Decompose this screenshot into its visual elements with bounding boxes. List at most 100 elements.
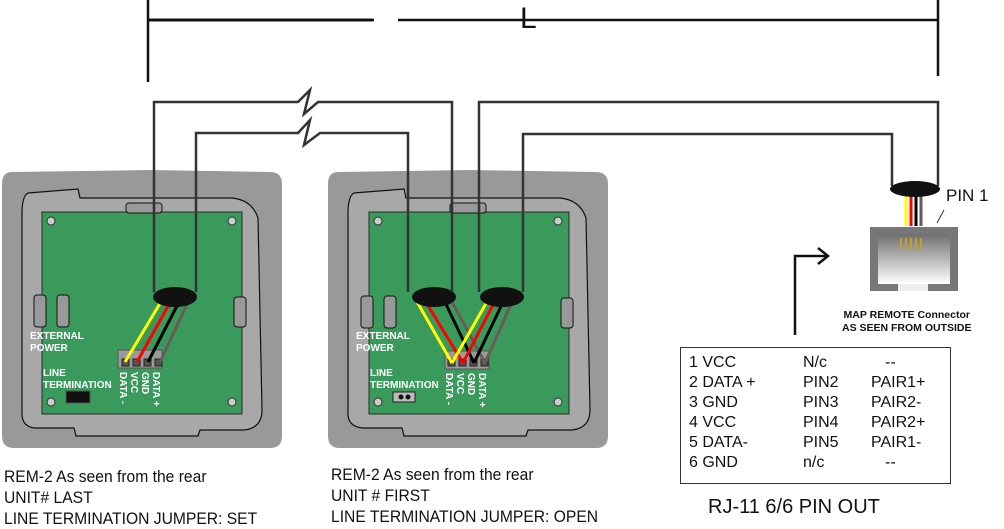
- pinout-signal: 1 VCC: [689, 354, 737, 371]
- pinout-table: 1 VCC N/c -- 2 DATA + PIN2 PAIR1+ 3 GND …: [680, 347, 951, 484]
- terminal-screw: [143, 358, 152, 367]
- pinout-pair: --: [885, 354, 896, 371]
- terminal-screw: [132, 358, 141, 367]
- pinout-title: RJ-11 6/6 PIN OUT: [708, 496, 880, 518]
- unit-last-unit: UNIT# LAST: [4, 488, 93, 507]
- terminal-label-gnd: GND: [139, 372, 150, 394]
- side-clip: [233, 296, 247, 328]
- terminal-label-vcc: VCC: [128, 372, 139, 393]
- pinout-signal: 3 GND: [689, 394, 738, 411]
- pinout-signal: 4 VCC: [689, 414, 737, 431]
- cable-last-to-first-inner: [194, 115, 410, 292]
- unit-first-unit: UNIT # FIRST: [331, 486, 430, 505]
- terminal-label-data-minus: DATA -: [443, 373, 454, 405]
- unit-first-model: REM-2 As seen from the rear: [331, 465, 534, 484]
- wire-data-plus: [158, 301, 190, 363]
- jumper-pin: [398, 394, 404, 400]
- terminal-label-data-minus: DATA -: [117, 372, 128, 404]
- cable-first-to-connector-inner: [521, 132, 894, 292]
- rj11-jack-opening: [878, 234, 950, 284]
- unit-first-caption: REM-2 As seen from the rear UNIT # FIRST…: [331, 464, 598, 527]
- connector-caption-line1: MAP REMOTE Connector: [843, 309, 970, 321]
- wire-gnd: [146, 299, 182, 363]
- line-termination-label-l1: LINE: [43, 368, 66, 379]
- pinout-pair: --: [885, 454, 896, 471]
- screw-icon: [373, 216, 383, 226]
- pinout-pair: PAIR1-: [871, 434, 922, 451]
- wire-vcc: [461, 298, 498, 364]
- external-power-label-l2: POWER: [30, 343, 69, 354]
- pinout-pin: PIN5: [803, 434, 839, 451]
- side-clip: [360, 295, 374, 329]
- pin1-pointer: [936, 209, 945, 224]
- jumper-set: [65, 390, 91, 404]
- screw-icon: [553, 216, 563, 226]
- pinout-pin: PIN2: [803, 374, 839, 391]
- wire-vcc: [135, 298, 174, 363]
- pinout-signal: 5 DATA-: [689, 434, 748, 451]
- external-power-label-l2: POWER: [356, 343, 395, 354]
- terminal-label-vcc: VCC: [454, 373, 465, 394]
- wire-data-minus: [450, 299, 490, 364]
- arrow-icon: [793, 247, 831, 335]
- external-power-label-l1: EXTERNAL: [356, 331, 410, 342]
- pinout-signal: 6 GND: [689, 454, 738, 471]
- cable-grommet: [412, 287, 456, 307]
- screw-icon: [227, 397, 237, 407]
- top-clip: [125, 202, 163, 214]
- unit-first-housing: EXTERNAL POWER LINE TERMINATION DATA - V…: [328, 170, 608, 448]
- jumper-pin: [405, 394, 411, 400]
- cable-last-to-first-outer: [152, 85, 454, 292]
- pinout-pin: PIN4: [803, 414, 839, 431]
- screw-icon: [46, 397, 56, 407]
- screw-icon: [227, 216, 237, 226]
- side-clip: [33, 294, 47, 328]
- top-clip: [449, 202, 487, 214]
- pinout-pin: PIN3: [803, 394, 839, 411]
- dimension-line: [146, 0, 940, 82]
- screw-icon: [46, 216, 56, 226]
- connector-caption-line2: AS SEEN FROM OUTSIDE: [842, 322, 972, 334]
- side-clip: [56, 294, 70, 328]
- wire-data-minus: [123, 299, 164, 363]
- unit-last-caption: REM-2 As seen from the rear UNIT# LAST L…: [4, 466, 257, 529]
- side-clip: [383, 295, 397, 329]
- pinout-pair: PAIR2-: [871, 394, 922, 411]
- external-power-label-l1: EXTERNAL: [30, 331, 84, 342]
- cable-grommet: [890, 181, 940, 197]
- unit-last-housing: EXTERNAL POWER LINE TERMINATION DATA - V…: [2, 170, 282, 448]
- line-termination-label-l1: LINE: [370, 368, 393, 379]
- wire-data-minus: [414, 299, 454, 364]
- unit-first-jumper: LINE TERMINATION JUMPER: OPEN: [331, 507, 599, 526]
- pinout-signal: 2 DATA +: [689, 374, 756, 391]
- pcb-board: [41, 211, 243, 415]
- screw-icon: [553, 397, 563, 407]
- screw-icon: [373, 397, 383, 407]
- unit-last-model: REM-2 As seen from the rear: [4, 467, 207, 486]
- unit-last-jumper: LINE TERMINATION JUMPER: SET: [4, 509, 258, 528]
- pinout-pair: PAIR1+: [871, 374, 926, 391]
- pin1-label: PIN 1: [946, 186, 989, 205]
- pinout-pin: N/c: [803, 354, 827, 371]
- line-termination-label-l2: TERMINATION: [43, 380, 112, 391]
- jumper-open: [392, 391, 416, 403]
- cables: [152, 85, 940, 292]
- cable-grommet: [153, 287, 197, 307]
- terminal-label-data-plus: DATA +: [150, 372, 161, 407]
- side-clip: [560, 297, 574, 329]
- pinout-pin: n/c: [803, 454, 825, 471]
- rj11-pins: [900, 238, 922, 250]
- rj11-latch: [898, 284, 928, 291]
- cable-grommet: [480, 287, 524, 307]
- terminal-label-gnd: GND: [465, 373, 476, 395]
- rj11-connector: [870, 181, 958, 291]
- terminal-label-data-plus: DATA +: [476, 373, 487, 408]
- terminal-screw: [154, 358, 163, 367]
- wire-gnd: [472, 299, 506, 364]
- cable-first-to-connector-outer: [477, 100, 940, 292]
- pinout-pair: PAIR2+: [871, 414, 926, 431]
- dimension-label: L: [520, 2, 537, 35]
- connector-caption: MAP REMOTE Connector AS SEEN FROM OUTSID…: [842, 309, 972, 335]
- line-termination-label-l2: TERMINATION: [370, 380, 439, 391]
